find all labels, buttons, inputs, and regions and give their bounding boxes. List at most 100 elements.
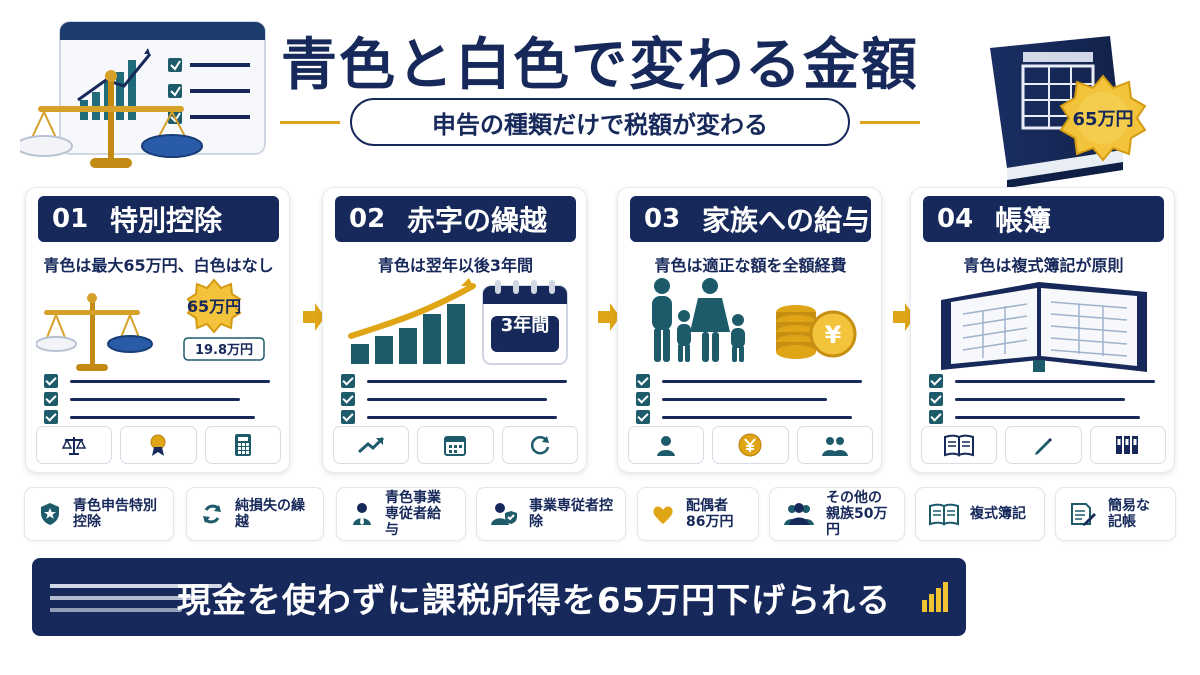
chip-spouse-86: 配偶者 86万円 [637,487,759,541]
chip-label: 事業専従者控除 [529,498,613,530]
chip-label: 配偶者 86万円 [686,498,734,530]
ledger-book-illustration: 65万円 [990,36,1147,188]
heart-icon [653,506,673,524]
shield-star-icon [41,503,59,525]
cards-row: 01 特別控除 青色は最大65万円、白色はなし 65万円 [25,187,1175,473]
yen-coin-icon [738,433,762,457]
card-header: 04 帳簿 [923,196,1164,242]
arrow-right-icon [893,303,915,331]
person-icon [657,436,676,456]
icon-button-refresh [501,426,578,464]
card-family-salary: 03 家族への給与 青色は適正な額を全額経費 [617,187,882,473]
chip-label: 青色事業 専従者給与 [385,490,441,538]
card-number: 03 [644,204,681,234]
bottom-banner: 現金を使わずに課税所得を65万円下げられる [32,558,966,636]
chip-label: 青色申告特別控除 [73,498,157,530]
subtitle-pill: 申告の種類だけで税額が変わる [350,98,850,146]
yen-coin-icon [809,310,857,358]
checklist-scale-illustration [20,21,266,168]
card-special-deduction: 01 特別控除 青色は最大65万円、白色はなし 65万円 [25,187,290,473]
card-loss-carryforward: 02 赤字の繰越 青色は翌年以後3年間 [322,187,587,473]
checklist [44,374,274,426]
chip-label: その他の 親族50万円 [826,490,888,538]
checklist [929,374,1159,426]
subtitle-area: 申告の種類だけで税額が変わる [280,98,920,146]
checklist [636,374,866,426]
check-icon [929,392,943,406]
binders-icon [1115,436,1138,454]
open-book-icon [929,503,959,526]
card-icon-row [333,426,578,464]
card-bookkeeping: 04 帳簿 青色は複式簿記が原則 [910,187,1175,473]
card-icon-row [921,426,1166,464]
card-description: 青色は複式簿記が原則 [963,256,1124,275]
card-illustration: 3年間 [348,278,568,365]
gold-seal-icon [186,278,242,334]
icon-button-scale [36,426,113,464]
check-icon [341,392,355,406]
card-icon-row [36,426,281,464]
group-icon [784,503,814,525]
check-icon [341,374,355,388]
card-title: 家族への給与 [702,204,871,237]
deduction-65-label: 65万円 [187,297,241,316]
card-header: 02 赤字の繰越 [335,196,576,242]
chip-blue-return-deduction: 青色申告特別控除 [24,487,174,541]
chip-simple-bookkeeping: 簡易な記帳 [1055,487,1176,541]
icon-button-trend [333,426,410,464]
banner-text: 現金を使わずに課税所得を65万円下げられる [176,580,892,621]
card-title: 帳簿 [995,204,1052,237]
icon-button-book [921,426,998,464]
check-icon [929,410,943,424]
check-icon [44,374,58,388]
chip-label: 簡易な記帳 [1108,498,1150,530]
subtitle-right-rule [860,121,920,124]
card-title: 特別控除 [110,204,223,237]
chip-blue-family-salary: 青色事業 専従者給与 [336,487,466,541]
card-number: 04 [937,204,974,234]
cycle-icon [203,504,221,524]
chip-double-entry: 複式簿記 [915,487,1045,541]
card-header: 01 特別控除 [38,196,279,242]
card-description: 青色は翌年以後3年間 [377,256,534,275]
arrow-right-icon [303,303,325,331]
deduction-19-8-label: 19.8万円 [195,343,253,358]
icon-button-yen [712,426,789,464]
check-icon [44,410,58,424]
icon-button-calendar [417,426,494,464]
calendar-3-years-label: 3年間 [501,314,550,336]
award-icon [150,434,166,456]
chip-label: 純損失の繰越 [235,498,305,530]
card-illustration [941,282,1147,372]
card-header: 03 家族への給与 [630,196,871,242]
check-icon [44,392,58,406]
chip-family-deduction: 事業専従者控除 [476,487,626,541]
yen-symbol: ¥ [825,321,842,349]
icon-button-calculator [204,426,281,464]
card-number: 02 [349,204,386,234]
icon-button-person [628,426,705,464]
book-badge-text: 65万円 [1072,109,1133,130]
icon-button-people [796,426,873,464]
icon-button-award [120,426,197,464]
pen-icon [1035,438,1053,455]
card-icon-row [628,426,873,464]
check-icon [929,374,943,388]
book-icon [944,434,975,457]
scale-icon [61,437,87,455]
check-icon [636,410,650,424]
card-number: 01 [52,204,89,234]
card-illustration: ¥ [652,278,857,362]
refresh-icon [530,436,550,455]
card-description: 青色は最大65万円、白色はなし [43,256,274,275]
chip-net-loss-carry: 純損失の繰越 [186,487,324,541]
people-icon [821,437,848,456]
card-title: 赤字の繰越 [407,204,548,237]
subtitle-left-rule [280,121,340,124]
bar-chart-icon [922,582,948,612]
check-icon [341,410,355,424]
chip-other-relatives-50: その他の 親族50万円 [769,487,905,541]
check-icon [636,374,650,388]
icon-button-pen [1005,426,1082,464]
card-illustration: 65万円 19.8万円 [36,278,265,371]
